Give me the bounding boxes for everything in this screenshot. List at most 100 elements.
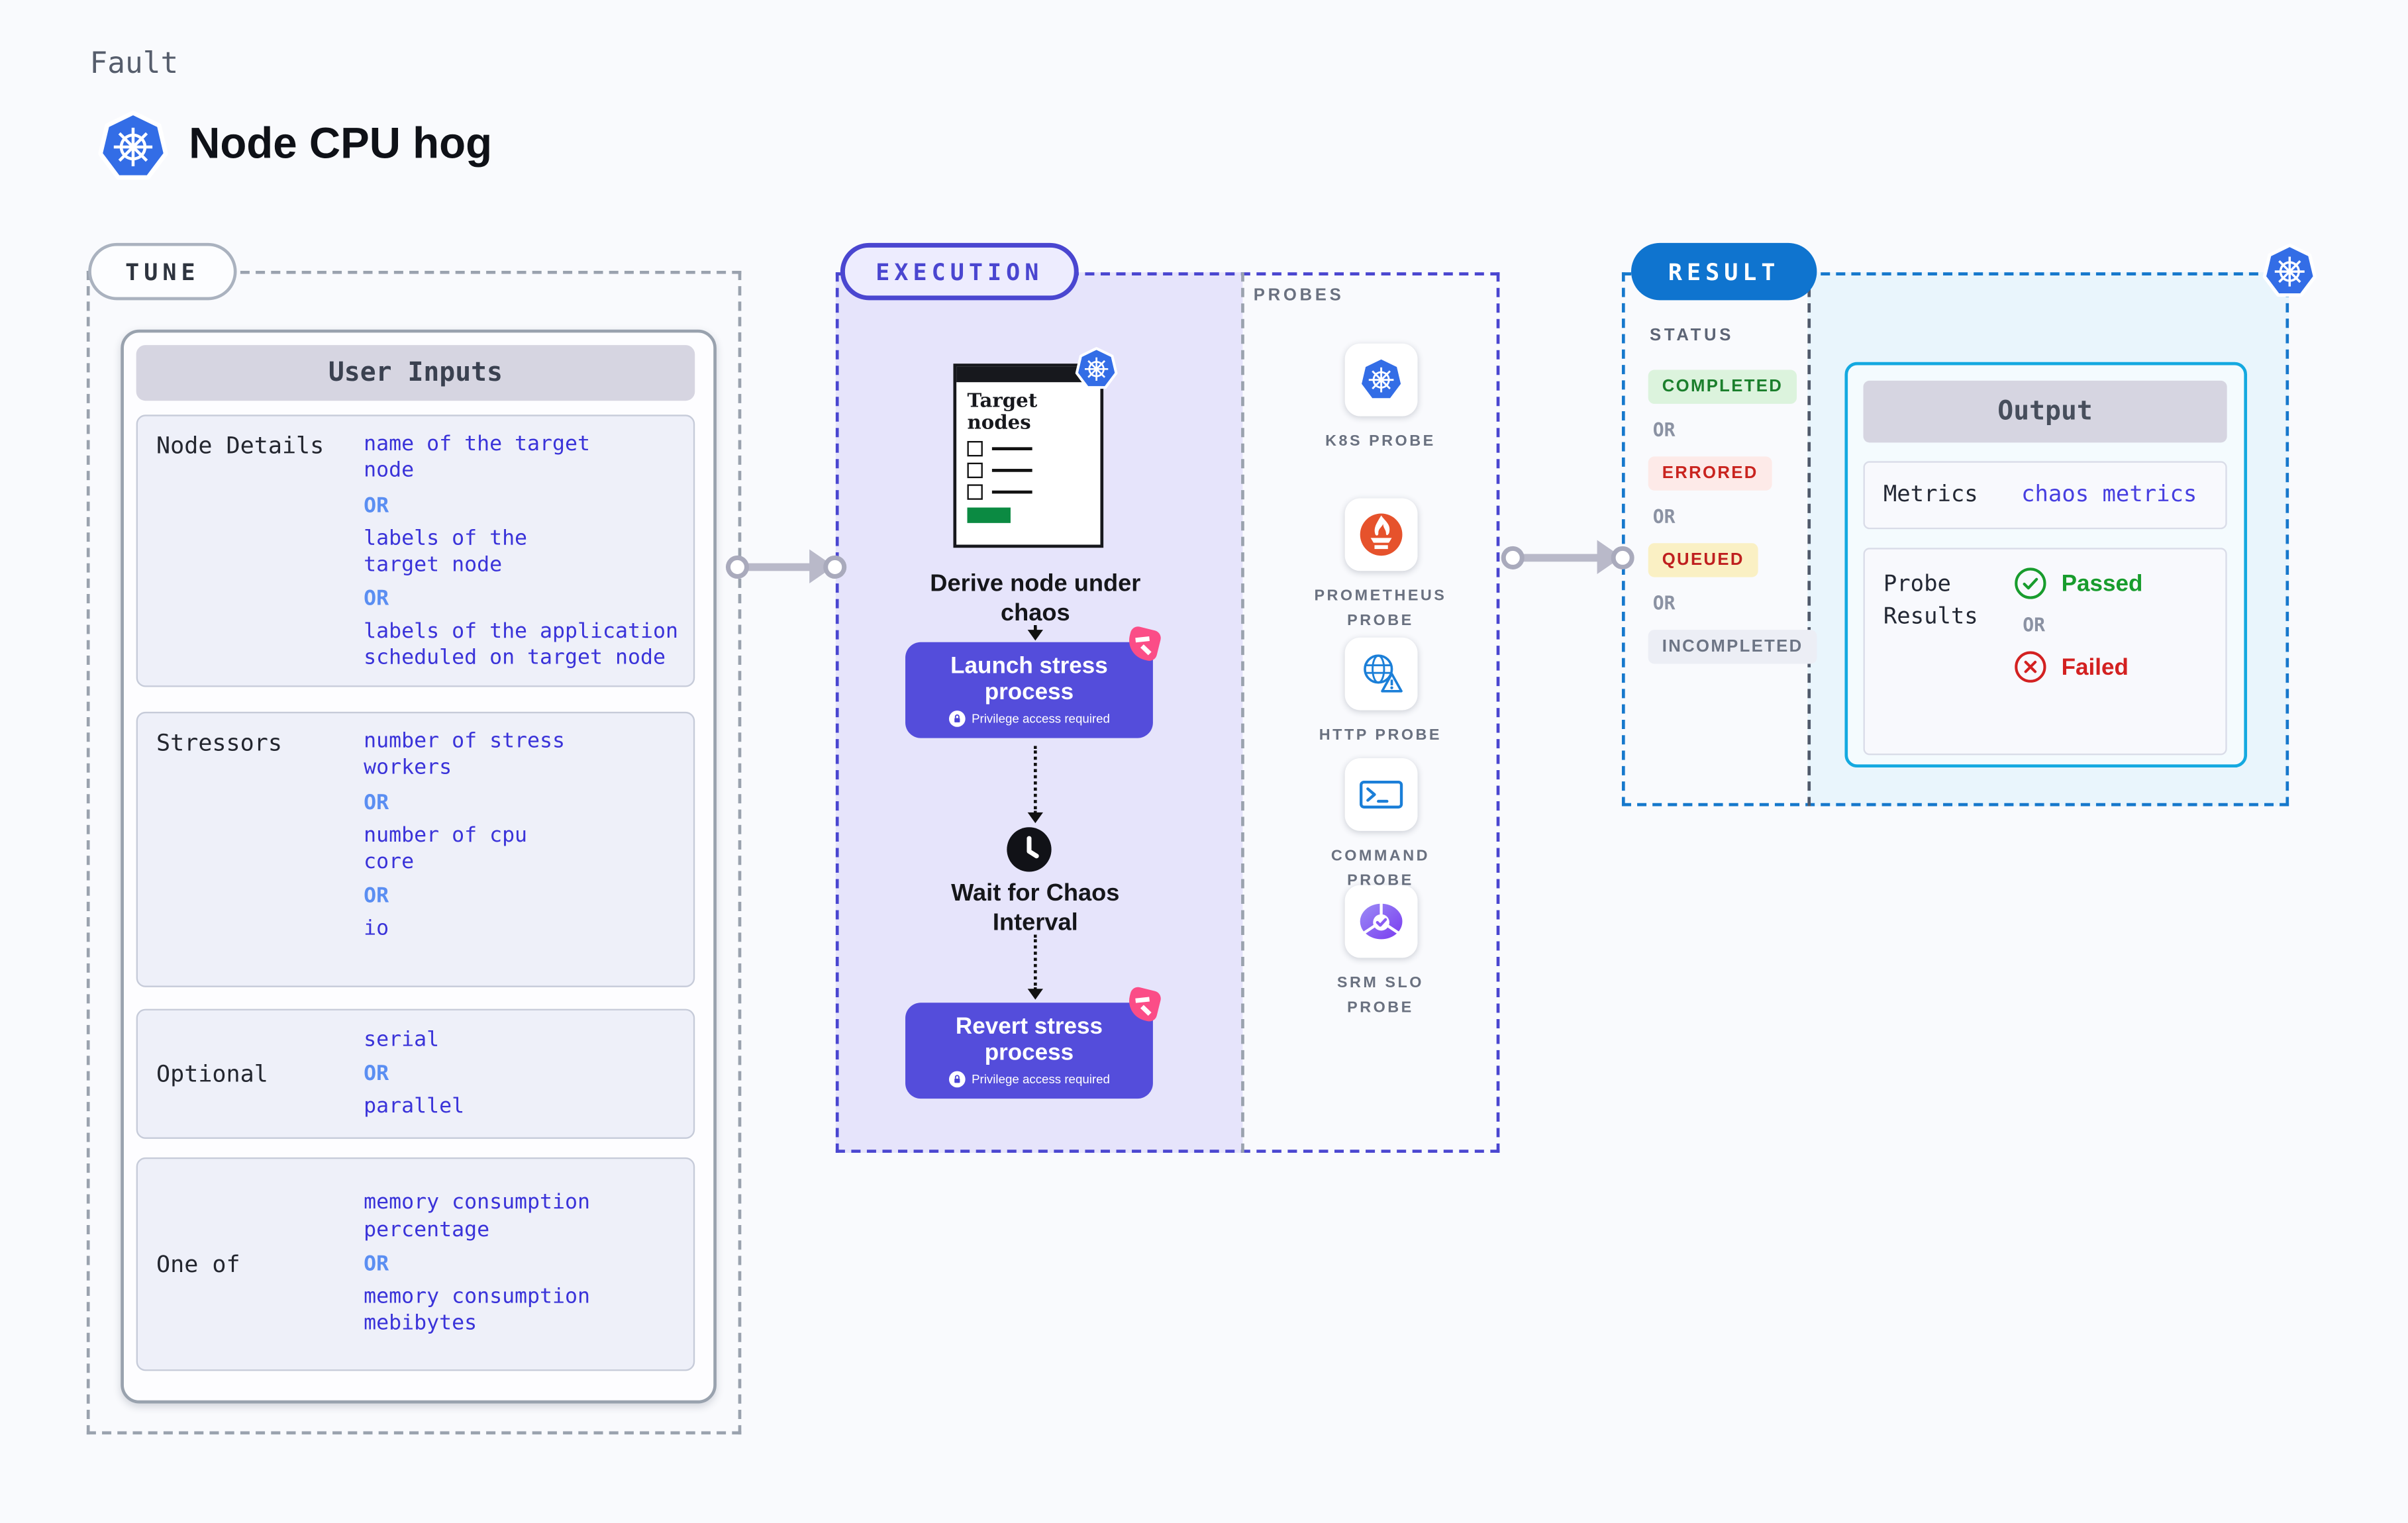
input-option: labels of the application scheduled on t… — [364, 618, 678, 671]
or-separator: OR — [1652, 419, 1676, 441]
connector-dot — [823, 554, 847, 578]
terminal-icon — [1356, 771, 1404, 818]
probe-results-label: Probe Results — [1883, 572, 1978, 630]
tune-section-border — [86, 270, 742, 1435]
input-row-node-details: Node Details name of the target node OR … — [136, 415, 695, 687]
probe-result-failed: Failed — [2013, 650, 2142, 683]
window-titlebar — [956, 366, 1101, 383]
input-row-optional: Optional serial OR parallel — [136, 1008, 695, 1139]
privilege-note: Privilege access required — [972, 1072, 1110, 1087]
step-label: Launch stress process — [950, 652, 1108, 706]
check-circle-icon — [2013, 566, 2047, 600]
status-title: STATUS — [1650, 326, 1734, 346]
connector-dot — [1611, 545, 1634, 569]
progress-bar — [967, 507, 1011, 523]
kubernetes-icon — [96, 110, 170, 184]
target-nodes-illustration: Target nodes — [953, 364, 1104, 548]
input-row-label: Node Details — [156, 431, 325, 460]
input-option: memory consumption percentage — [364, 1191, 591, 1242]
input-row-label: One of — [156, 1250, 240, 1279]
or-separator: OR — [364, 586, 389, 612]
x-circle-icon — [2013, 650, 2047, 683]
probe-results-row: Probe Results Passed OR Failed — [1863, 548, 2227, 756]
privilege-note: Privilege access required — [972, 712, 1110, 726]
or-separator: OR — [364, 493, 389, 518]
checkbox-icon — [967, 483, 983, 500]
input-option: parallel — [364, 1094, 465, 1119]
probe-result-passed: Passed — [2013, 566, 2142, 600]
input-option: name of the target node — [364, 431, 591, 483]
status-badge-incompleted: INCOMPLETED — [1648, 630, 1817, 664]
kubernetes-icon — [1074, 346, 1119, 391]
lock-icon — [948, 1071, 966, 1089]
probe-item-srm-slo: SRM SLO PROBE — [1285, 885, 1477, 1020]
connector-dot — [725, 554, 750, 578]
slo-donut-check-icon — [1356, 897, 1404, 945]
input-row-one-of: One of memory consumption percentage OR … — [136, 1157, 695, 1371]
flow-arrow — [725, 549, 847, 583]
lock-icon — [948, 711, 966, 728]
probes-divider — [1241, 272, 1244, 1153]
input-option: number of stress workers — [364, 728, 566, 781]
checkbox-icon — [967, 440, 983, 456]
probe-item-prometheus: PROMETHEUS PROBE — [1285, 498, 1477, 632]
or-separator: OR — [2023, 614, 2045, 636]
clock-icon — [1006, 826, 1052, 873]
input-option: number of cpu core — [364, 822, 528, 874]
input-row-label: Stressors — [156, 728, 282, 757]
output-header: Output — [1863, 380, 2227, 443]
probe-item-command: COMMAND PROBE — [1285, 758, 1477, 893]
input-option: labels of the target node — [364, 525, 528, 577]
probe-label: HTTP PROBE — [1319, 727, 1442, 745]
page-title: Node CPU hog — [189, 119, 493, 168]
flow-connector — [1026, 625, 1044, 641]
probe-item-http: HTTP PROBE — [1285, 637, 1477, 748]
globe-warning-icon — [1356, 650, 1404, 697]
input-option: serial — [364, 1027, 440, 1052]
metrics-row: Metrics chaos metrics — [1863, 461, 2227, 530]
or-separator: OR — [364, 790, 389, 815]
revert-stress-process-node: Revert stress process Privilege access r… — [905, 1003, 1153, 1099]
probes-title: PROBES — [1253, 286, 1344, 305]
or-separator: OR — [1652, 592, 1676, 614]
result-section-border — [1621, 272, 2289, 807]
probe-label: K8S PROBE — [1325, 433, 1436, 451]
flow-arrow — [1501, 540, 1634, 574]
output-card: Output Metrics chaos metrics Probe Resul… — [1844, 362, 2248, 768]
window-title: Target nodes — [967, 388, 1038, 434]
status-list: COMPLETED OR ERRORED OR QUEUED OR INCOMP… — [1648, 369, 1817, 664]
input-row-label: Optional — [156, 1059, 268, 1088]
step-label: Revert stress process — [955, 1013, 1103, 1067]
probe-label: SRM SLO PROBE — [1336, 975, 1424, 1016]
or-separator: OR — [364, 883, 389, 909]
probe-label: PROMETHEUS PROBE — [1314, 587, 1447, 629]
input-option: memory consumption mebibytes — [364, 1284, 591, 1336]
metrics-label: Metrics — [1883, 483, 1978, 508]
tune-badge: TUNE — [88, 242, 237, 301]
kubernetes-icon — [2261, 243, 2318, 300]
status-badge-errored: ERRORED — [1648, 456, 1772, 491]
status-badge-completed: COMPLETED — [1648, 369, 1797, 404]
user-inputs-header: User Inputs — [136, 345, 695, 401]
checkbox-icon — [967, 462, 983, 478]
probe-item-k8s: K8S PROBE — [1285, 343, 1477, 454]
status-badge-queued: QUEUED — [1648, 543, 1758, 577]
connector-dot — [1501, 545, 1525, 569]
status-output-divider — [1807, 287, 1811, 807]
or-separator: OR — [1652, 506, 1676, 528]
or-separator: OR — [364, 1061, 389, 1087]
flow-connector — [1026, 746, 1044, 824]
fault-category-label: Fault — [89, 46, 179, 81]
execution-section-border — [835, 272, 1500, 1153]
result-badge: RESULT — [1630, 242, 1817, 301]
launch-stress-process-node: Launch stress process Privilege access r… — [905, 642, 1153, 738]
input-row-stressors: Stressors number of stress workers OR nu… — [136, 711, 695, 987]
kubernetes-icon — [1356, 356, 1404, 403]
flow-connector — [1026, 934, 1044, 1000]
metrics-value: chaos metrics — [2021, 483, 2197, 508]
prometheus-icon — [1356, 511, 1404, 558]
derive-node-caption: Derive node under chaos — [930, 571, 1141, 627]
wait-interval-caption: Wait for Chaos Interval — [951, 880, 1120, 936]
input-option: io — [364, 916, 389, 941]
